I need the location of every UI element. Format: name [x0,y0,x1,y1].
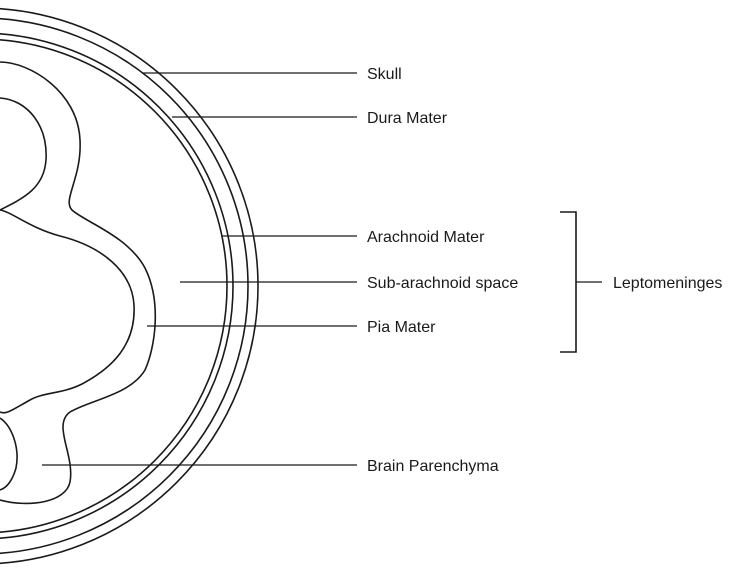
leptomeninges-bracket [560,211,577,353]
skull-label: Skull [367,66,402,83]
arachnoid-mater-inner-outline [0,39,228,533]
brain-parenchyma-label: Brain Parenchyma [367,458,499,475]
arachnoid-mater-label: Arachnoid Mater [367,229,485,246]
dura-mater-label: Dura Mater [367,110,448,127]
skull-outline [0,7,259,565]
dura-mater-outline [0,17,249,555]
subarachnoid-space-label: Sub-arachnoid space [367,275,518,292]
leptomeninges-label: Leptomeninges [613,275,722,292]
brain-parenchyma-outline [0,97,135,491]
arachnoid-mater-outer-outline [0,33,234,539]
pia-mater-label: Pia Mater [367,319,436,336]
pia-mater-outline [0,61,157,505]
